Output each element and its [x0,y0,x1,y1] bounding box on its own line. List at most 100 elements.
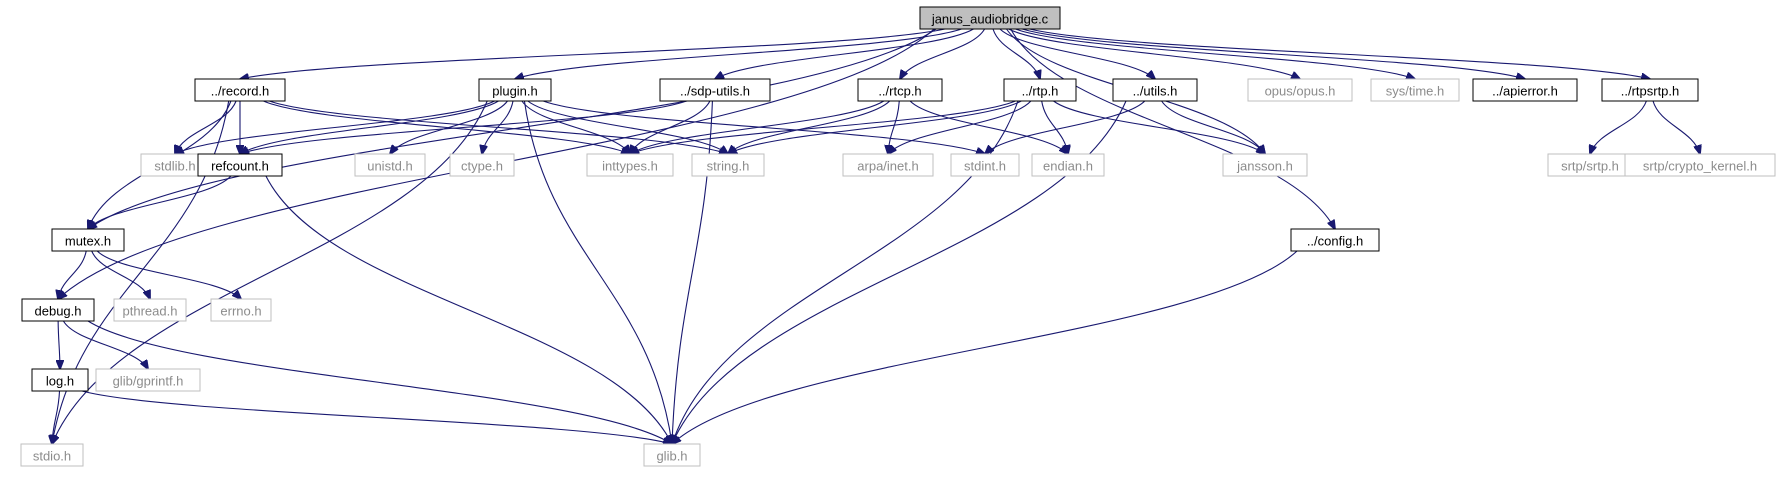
node-glib: glib.h [643,443,701,467]
edge-log-to-glib [81,390,672,444]
node-sdputils-box [659,78,771,102]
node-log-box [31,368,89,392]
edge-sdputils-to-glib [672,100,713,444]
node-opus-label: opus/opus.h [1265,84,1336,99]
node-stdlib: stdlib.h [140,153,210,177]
edge-rtp-to-inttypes [630,100,1016,154]
node-stdio-label: stdio.h [33,449,71,464]
edge-mutex-to-pthread [91,250,150,299]
edge-debug-to-log [58,320,60,369]
node-refcount[interactable]: refcount.h [197,153,283,177]
node-utils[interactable]: ../utils.h [1112,78,1198,102]
node-errno-box [210,298,272,322]
nodes-layer: janus_audiobridge.c ../record.h plugin.h..… [20,6,1776,467]
node-arpainet-label: arpa/inet.h [857,159,918,174]
node-config-box [1290,228,1380,252]
node-jansson-box [1222,153,1308,177]
node-string-label: string.h [707,159,750,174]
node-debug[interactable]: debug.h [21,298,95,322]
node-glib-box [643,443,701,467]
edge-plugin-to-glib [523,100,672,444]
node-log-label: log.h [46,374,74,389]
node-refcount-label: refcount.h [211,159,269,174]
node-string: string.h [691,153,765,177]
edge-utils-to-jansson [1161,100,1265,154]
node-utils-label: ../utils.h [1133,84,1178,99]
node-record-box [194,78,286,102]
node-endian-label: endian.h [1043,159,1093,174]
node-systime-label: sys/time.h [1386,84,1445,99]
edge-plugin-to-ctype [482,100,514,154]
edge-root-to-apierror [1021,28,1525,79]
node-apierror-label: ../apierror.h [1492,84,1558,99]
node-rtpsrtp-box [1601,78,1699,102]
node-debug-label: debug.h [35,304,82,319]
node-log[interactable]: log.h [31,368,89,392]
edge-root-to-sdputils [715,28,974,79]
edge-root-to-utils [999,28,1155,79]
node-mutex[interactable]: mutex.h [51,228,125,252]
edge-plugin-to-unistd [390,100,508,154]
edge-mutex-to-debug [58,250,87,299]
edge-refcount-to-mutex [88,175,232,229]
edge-root-to-systime [1015,28,1416,79]
node-unistd: unistd.h [354,153,426,177]
node-unistd-box [354,153,426,177]
edge-refcount-to-glib [265,175,672,444]
node-plugin-box [478,78,552,102]
node-gprintf-label: glib/gprintf.h [113,374,184,389]
edge-record-to-inttypes [263,100,630,154]
edge-rtcp-to-string [728,100,891,154]
node-config[interactable]: ../config.h [1290,228,1380,252]
edge-rtcp-to-endian [909,100,1068,154]
node-pthread-box [113,298,187,322]
node-opus: opus/opus.h [1247,78,1353,102]
node-string-box [691,153,765,177]
node-gprintf: glib/gprintf.h [95,368,201,392]
node-inttypes-box [586,153,674,177]
node-rtcp-box [857,78,943,102]
node-systime: sys/time.h [1370,78,1460,102]
edge-sdputils-to-refcount [240,100,687,154]
edge-record-to-string [269,100,728,154]
node-root-label: janus_audiobridge.c [931,12,1049,27]
node-rtcp[interactable]: ../rtcp.h [857,78,943,102]
node-stdint-box [950,153,1020,177]
edge-rtp-to-endian [1041,100,1068,154]
node-stdio-box [20,443,84,467]
edge-root-to-opus [1008,28,1300,79]
node-root-box [919,6,1061,30]
edge-root-to-config [1010,28,1335,229]
edge-rtpsrtp-to-srtp [1590,100,1647,154]
node-opus-box [1247,78,1353,102]
node-plugin-label: plugin.h [492,84,538,99]
node-gprintf-box [95,368,201,392]
node-jansson-label: jansson.h [1236,159,1293,174]
node-rtp[interactable]: ../rtp.h [1003,78,1077,102]
node-sdputils[interactable]: ../sdp-utils.h [659,78,771,102]
node-rtpsrtp[interactable]: ../rtpsrtp.h [1601,78,1699,102]
node-pthread-label: pthread.h [123,304,178,319]
node-pthread: pthread.h [113,298,187,322]
node-inttypes-label: inttypes.h [602,159,658,174]
node-utils-box [1112,78,1198,102]
node-inttypes: inttypes.h [586,153,674,177]
edge-rtcp-to-inttypes [630,100,885,154]
node-errno-label: errno.h [220,304,261,319]
edge-plugin-to-inttypes [521,100,630,154]
node-arpainet-box [842,153,934,177]
node-glib-label: glib.h [656,449,687,464]
node-record[interactable]: ../record.h [194,78,286,102]
edge-root-to-rtcp [900,28,986,79]
node-plugin[interactable]: plugin.h [478,78,552,102]
edge-log-to-stdio [52,390,61,444]
node-apierror[interactable]: ../apierror.h [1472,78,1578,102]
edge-plugin-to-stdlib [175,100,495,154]
edge-root-to-rtpsrtp [1029,28,1650,79]
edge-config-to-glib [672,250,1298,444]
node-systime-box [1370,78,1460,102]
node-mutex-label: mutex.h [65,234,111,249]
node-srtp: srtp/srtp.h [1547,153,1633,177]
node-root[interactable]: janus_audiobridge.c [919,6,1061,30]
